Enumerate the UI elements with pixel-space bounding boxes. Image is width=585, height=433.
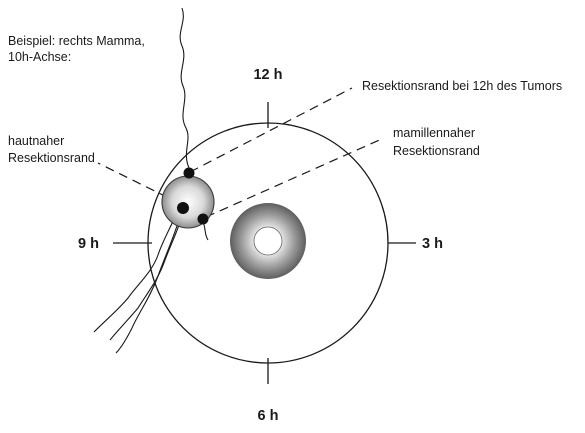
pointer-line-nipple-margin — [205, 137, 385, 218]
clock-label-12h: 12 h — [253, 67, 282, 83]
label-skin-margin-line2: Resektionsrand — [8, 151, 95, 165]
clock-label-3h: 3 h — [422, 236, 443, 252]
label-nipple-margin-line1: mamillennaher — [393, 126, 475, 140]
clock-label-6h: 6 h — [258, 408, 279, 424]
marker-12h-margin — [183, 167, 195, 179]
suture-thread-left-1 — [93, 211, 178, 333]
suture-thread-left-2 — [109, 211, 184, 341]
marker-skin-margin — [177, 202, 189, 214]
suture-thread-left-3 — [115, 215, 181, 354]
suture-thread-right — [202, 221, 209, 241]
clock-label-9h: 9 h — [78, 236, 99, 252]
label-margin-12h: Resektionsrand bei 12h des Tumors — [362, 79, 562, 93]
nipple — [253, 226, 283, 256]
suture-thread-top — [179, 7, 190, 169]
pointer-line-12h-margin — [189, 87, 353, 173]
example-label-line2: 10h-Achse: — [8, 50, 71, 64]
label-nipple-margin-line2: Resektionsrand — [393, 144, 480, 158]
example-label-line1: Beispiel: rechts Mamma, — [8, 34, 145, 48]
label-skin-margin-line1: hautnaher — [8, 134, 64, 148]
marker-nipple-margin — [197, 213, 209, 225]
